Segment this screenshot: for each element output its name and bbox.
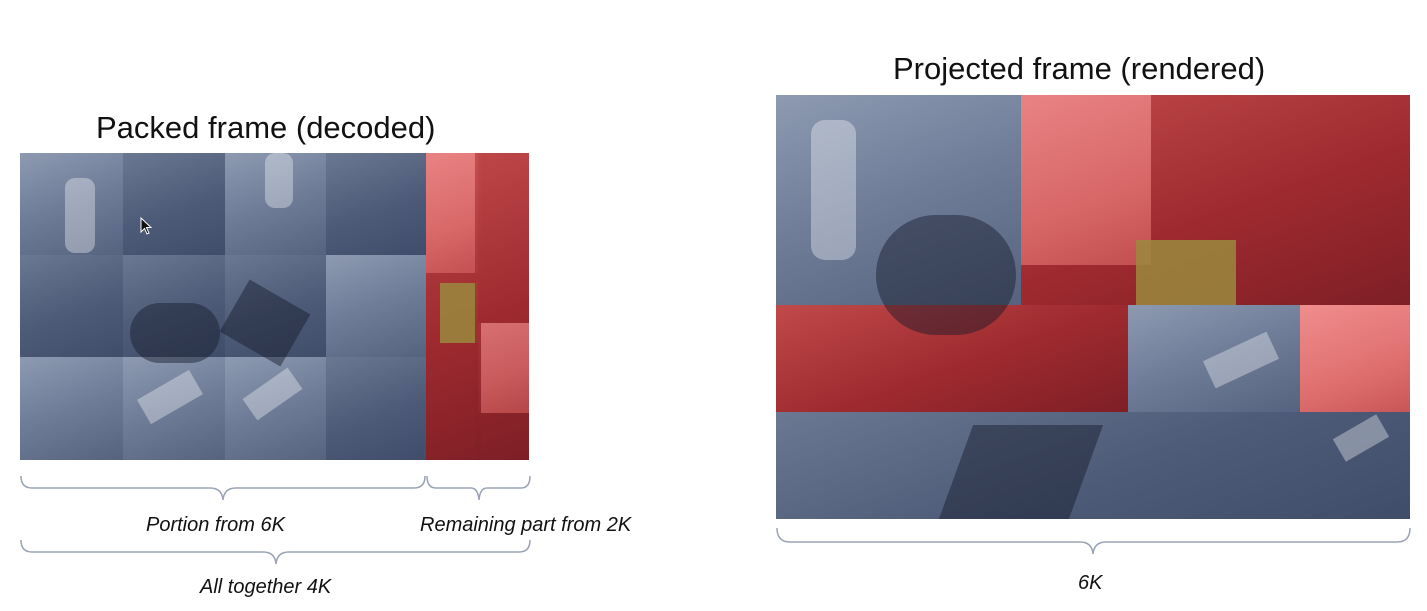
packed-tile-6k-7 (225, 255, 326, 357)
packed-tile-6k-12 (326, 357, 426, 460)
packed-strip-2k-divider (475, 153, 481, 460)
packed-frame-image (20, 153, 529, 460)
figure-highlight (811, 120, 856, 260)
packed-tile-6k-10 (123, 357, 225, 460)
projected-6k-caption: 6K (1078, 572, 1103, 594)
packed-tile-6k-9 (20, 357, 123, 460)
packed-tile-6k-3 (225, 153, 326, 255)
remaining-2k-caption: Remaining part from 2K (420, 514, 632, 536)
all-together-4k-caption: All together 4K (200, 576, 332, 598)
projected-region-6k-top-left (776, 95, 1021, 305)
projected-region-olive (1136, 240, 1236, 305)
packed-tile-6k-4 (326, 153, 426, 255)
projected-frame-title: Projected frame (rendered) (893, 51, 1266, 86)
portion-6k-caption: Portion from 6K (146, 514, 285, 536)
figure-highlight (265, 153, 293, 208)
packed-tile-6k-6 (123, 255, 225, 357)
remaining-2k-brace (426, 475, 531, 501)
packed-tile-6k-2 (123, 153, 225, 255)
projected-region-2k-middle-far-right (1300, 305, 1410, 412)
mouse-cursor-icon (140, 217, 152, 235)
packed-tile-6k-5 (20, 255, 123, 357)
packed-tile-6k-8 (326, 255, 426, 357)
packed-strip-2k-olive (440, 283, 478, 343)
projected-region-2k-middle-left (776, 305, 1128, 412)
portion-6k-brace (20, 475, 426, 501)
figure-highlight (65, 178, 95, 253)
projected-frame-image (776, 95, 1410, 519)
packed-frame-title: Packed frame (decoded) (96, 110, 436, 145)
projected-region-6k-bottom (776, 412, 1410, 519)
packed-tile-6k-1 (20, 153, 123, 255)
projected-region-6k-middle-right (1128, 305, 1300, 412)
packed-tile-6k-11 (225, 357, 326, 460)
projected-6k-brace (776, 527, 1411, 555)
packed-strip-2k-light-2 (478, 323, 529, 413)
tyre-shadow (876, 215, 1016, 335)
projected-region-2k-light (1021, 95, 1151, 265)
shadow-region (130, 303, 220, 363)
packed-strip-2k-light-1 (426, 153, 478, 273)
all-together-4k-brace (20, 539, 531, 565)
